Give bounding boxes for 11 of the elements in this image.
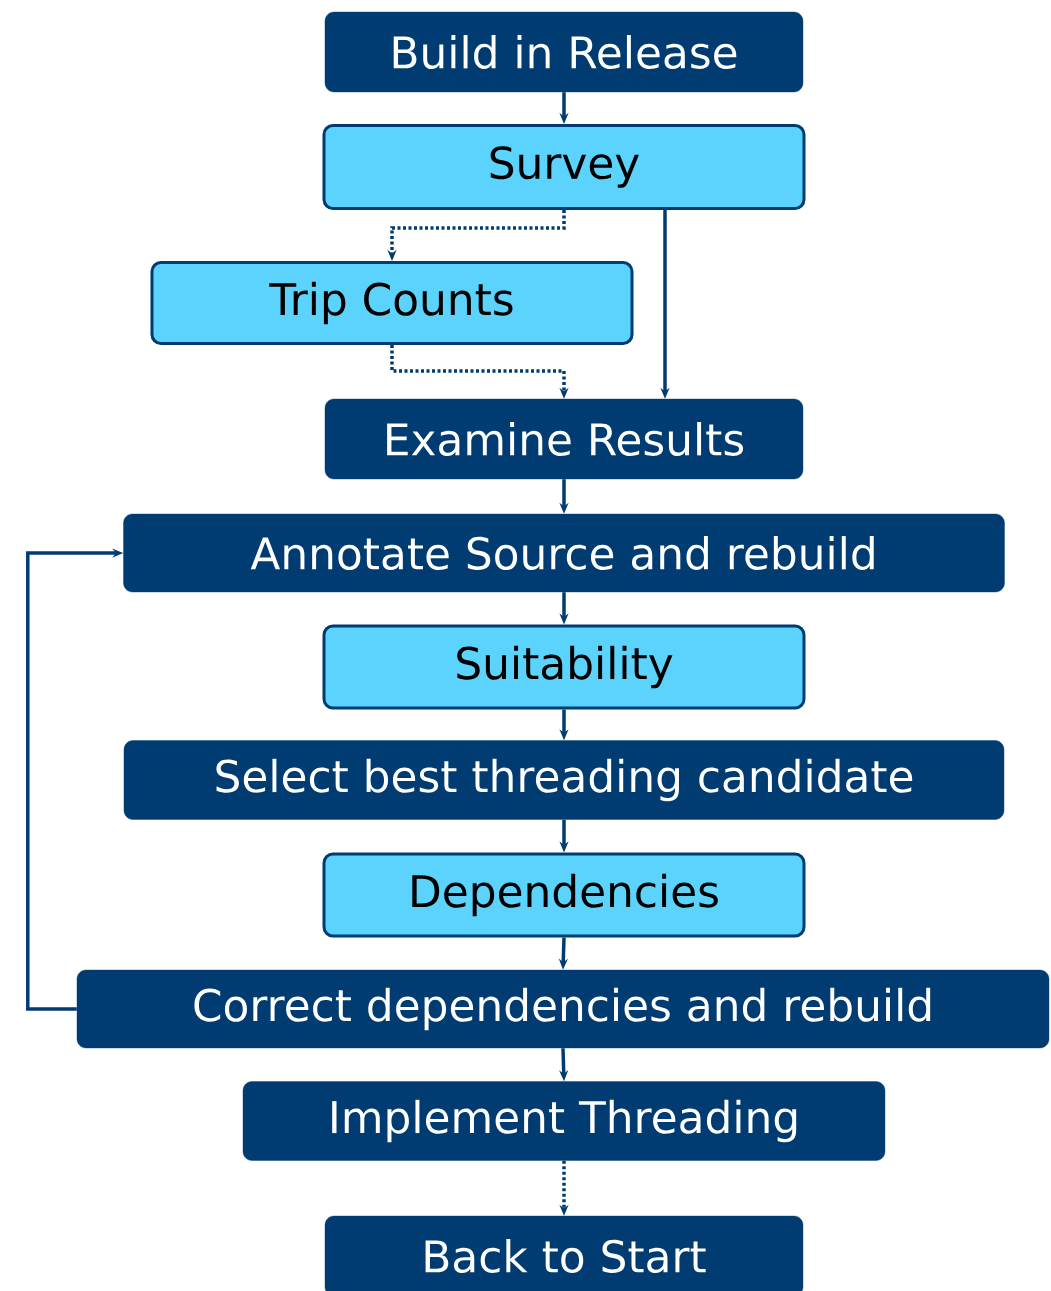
analysis-box: Trip Counts: [150, 261, 634, 345]
analysis-box: Dependencies: [322, 852, 806, 938]
step-box: Select best threading candidate: [123, 740, 1005, 820]
step-box: Build in Release: [324, 11, 804, 93]
step-box: Annotate Source and rebuild: [123, 513, 1005, 593]
analysis-box: Suitability: [322, 624, 806, 710]
step-box: Back to Start: [324, 1215, 804, 1291]
step-box: Examine Results: [324, 398, 804, 480]
step-box: Correct dependencies and rebuild: [76, 969, 1050, 1049]
step-box: Implement Threading: [242, 1081, 886, 1161]
analysis-box: Survey: [322, 124, 806, 210]
